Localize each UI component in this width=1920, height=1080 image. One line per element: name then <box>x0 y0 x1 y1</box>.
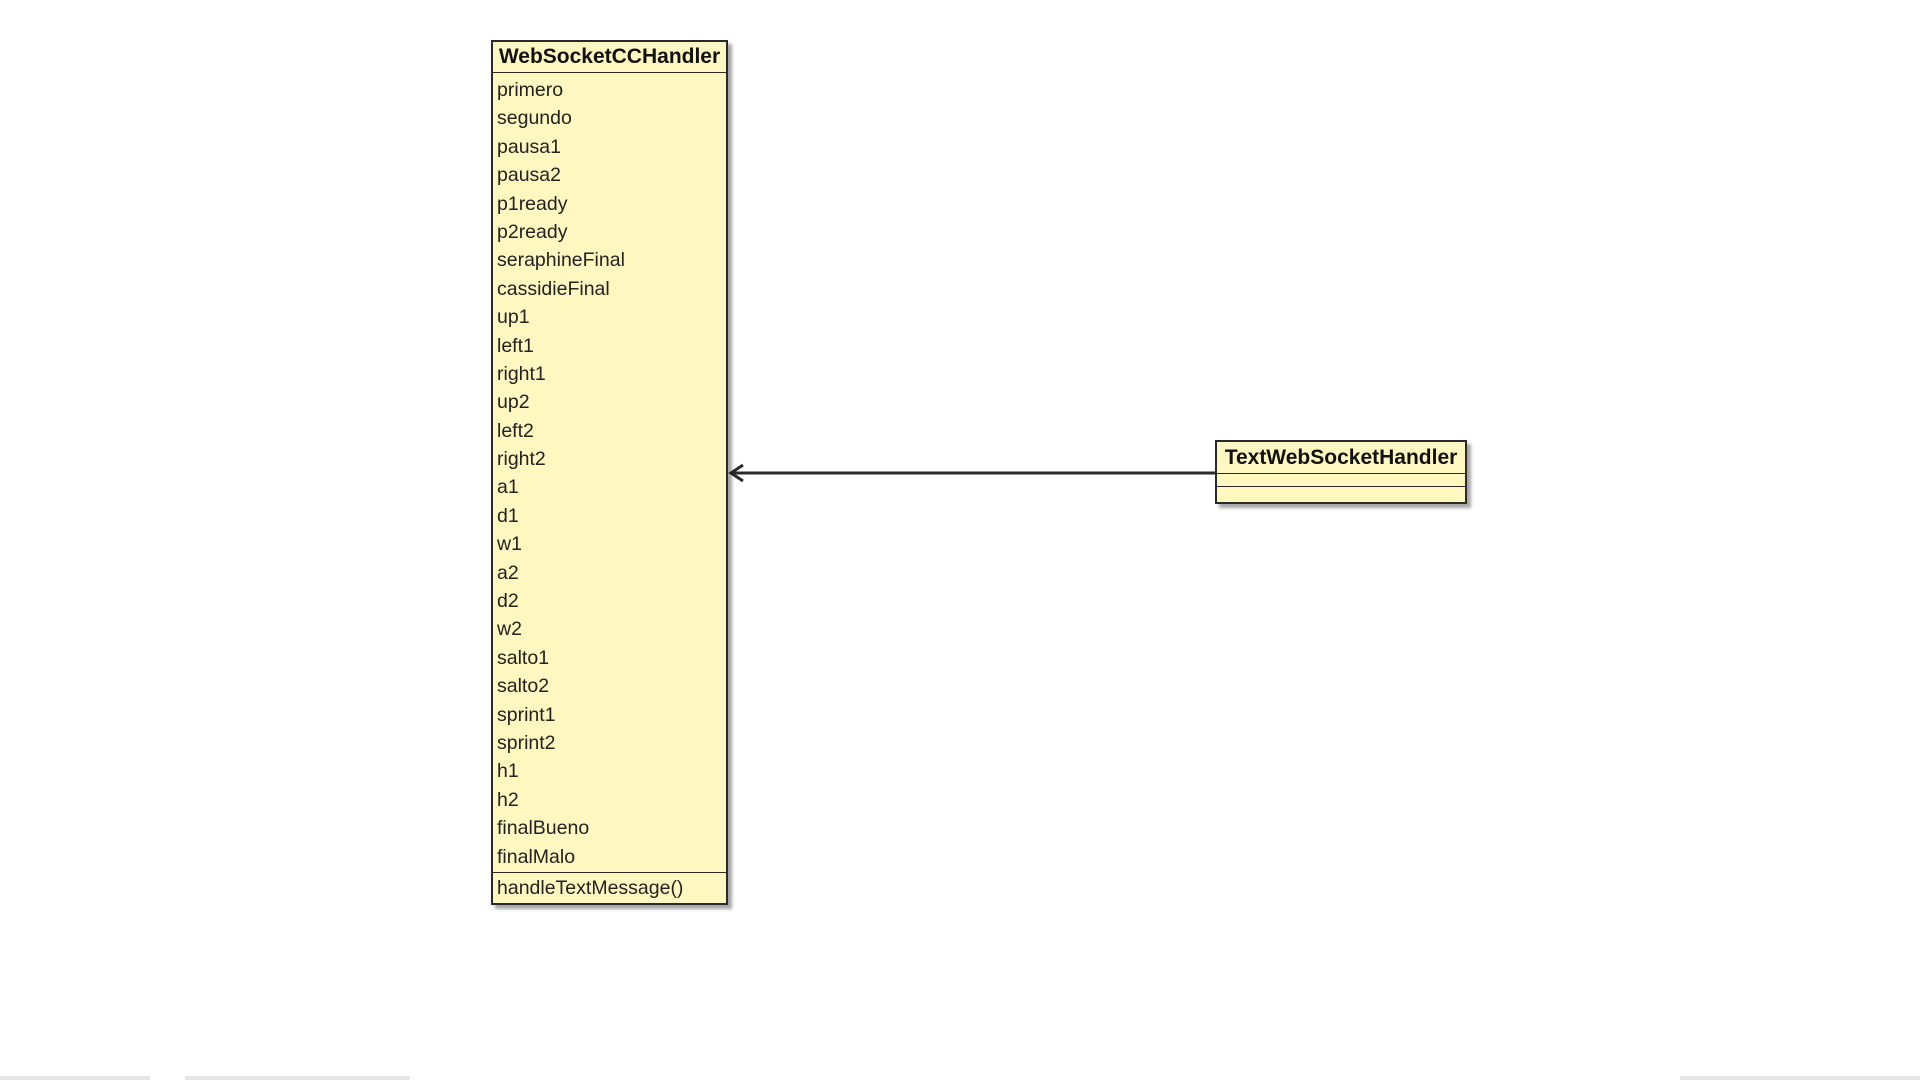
attribute-item: cassidieFinal <box>497 277 610 300</box>
operations-compartment <box>1217 487 1465 500</box>
attribute-item: w2 <box>497 618 522 641</box>
attribute-item: salto2 <box>497 675 550 698</box>
attribute-item: left2 <box>497 419 534 442</box>
attribute-item: d2 <box>497 590 519 613</box>
footer-strip <box>1680 1076 1920 1080</box>
attribute-item: up1 <box>497 306 530 329</box>
attribute-item: right1 <box>497 362 546 385</box>
attribute-item: sprint1 <box>497 703 556 726</box>
attribute-item: w1 <box>497 533 522 556</box>
class-name: TextWebSocketHandler <box>1217 442 1465 474</box>
attributes-compartment: primero segundo pausa1 pausa2 p1ready p2ready… <box>493 73 726 873</box>
attribute-item: sprint2 <box>497 731 556 754</box>
class-name: WebSocketCCHandler <box>493 42 726 73</box>
operations-compartment: handleTextMessage() <box>493 873 726 902</box>
attribute-item: primero <box>497 79 564 101</box>
attribute-item: finalBueno <box>497 817 590 840</box>
footer-strip <box>0 1076 150 1080</box>
attribute-item: finalMalo <box>497 845 576 868</box>
attribute-item: p1ready <box>497 192 568 215</box>
attribute-item: pausa2 <box>497 164 561 187</box>
attribute-item: salto1 <box>497 646 550 669</box>
attribute-item: segundo <box>497 107 572 130</box>
operation-item: handleTextMessage() <box>497 877 684 899</box>
attribute-item: up2 <box>497 391 530 414</box>
attribute-item: a2 <box>497 561 519 584</box>
arrowhead-open <box>728 463 744 483</box>
footer-strip <box>185 1076 410 1080</box>
attribute-item: h1 <box>497 760 519 783</box>
attribute-item: right2 <box>497 448 546 471</box>
attribute-item: left1 <box>497 334 534 357</box>
attribute-item: pausa1 <box>497 135 561 158</box>
attribute-item: a1 <box>497 476 519 499</box>
attribute-item: seraphineFinal <box>497 249 625 272</box>
attribute-item: d1 <box>497 504 519 527</box>
attributes-compartment <box>1217 474 1465 487</box>
attribute-item: h2 <box>497 788 519 811</box>
attribute-item: p2ready <box>497 220 568 243</box>
class-textwebsockethandler[interactable]: TextWebSocketHandler <box>1215 440 1467 504</box>
